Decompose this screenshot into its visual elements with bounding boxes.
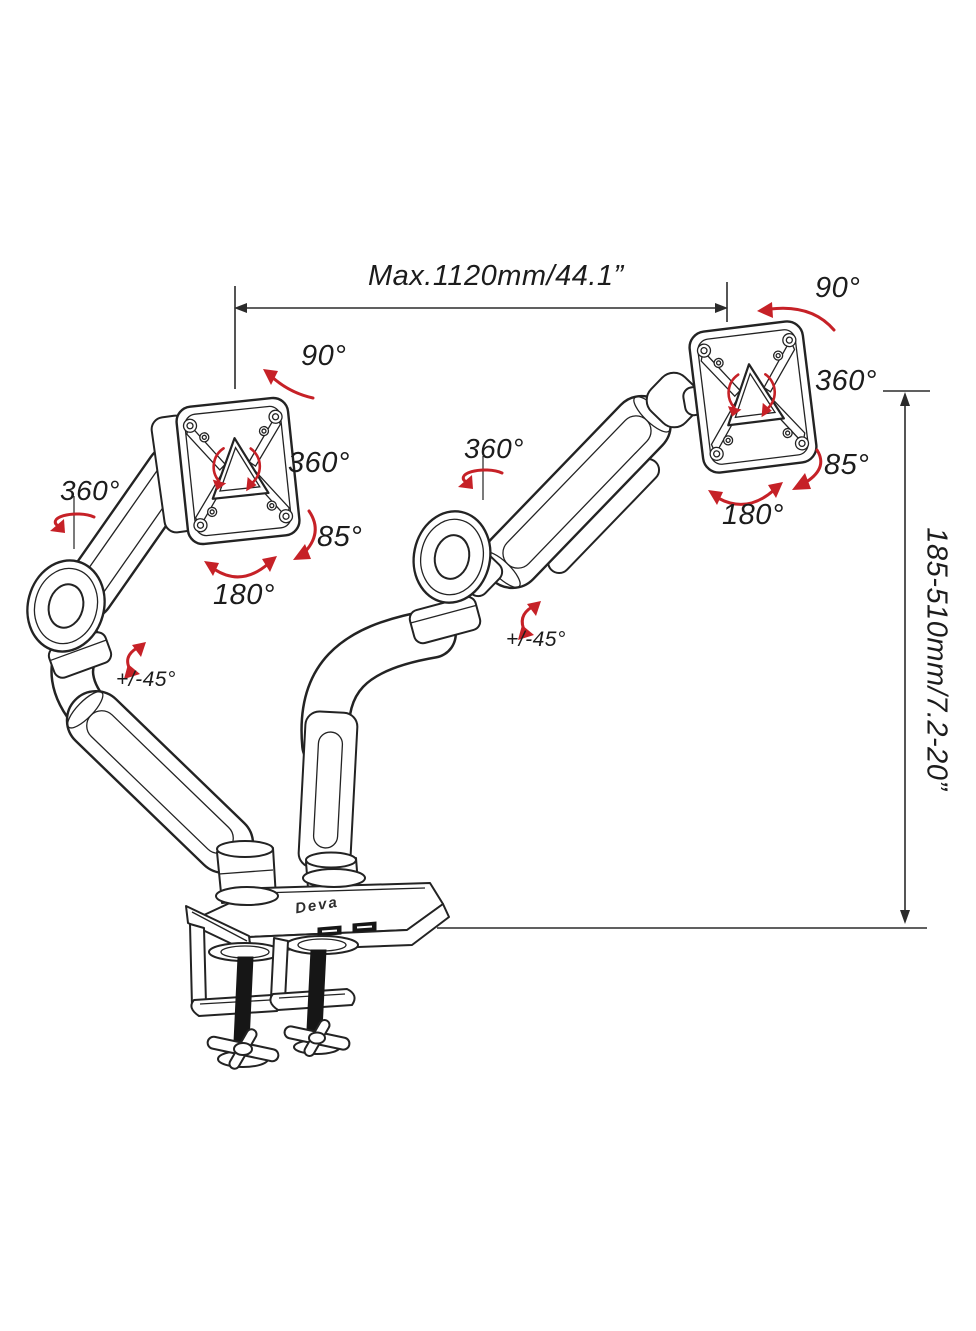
left-tilt-85-arrow-icon (293, 509, 317, 560)
left-arm (26, 396, 301, 904)
left-vesa-rotate-label: 90° (301, 340, 347, 372)
left-arm-swivel-label: 360° (60, 475, 120, 506)
width-dimension-line (234, 282, 728, 389)
right-vesa-plate (688, 320, 818, 474)
left-vesa-screws (182, 409, 294, 533)
left-tilt-label: 85° (317, 521, 363, 553)
left-spring-tilt-label: +/-45° (116, 668, 176, 691)
left-pan-180-arrow-icon (204, 556, 277, 579)
left-ring-joint (26, 559, 106, 653)
right-clamp-handle (283, 1019, 351, 1057)
left-spring-tilt-45-arrow-icon (124, 642, 146, 679)
right-swivel-360-arrow-icon (458, 456, 504, 500)
right-arm-upper-link (482, 394, 672, 590)
right-tilt-label: 85° (824, 449, 870, 481)
right-vesa-spin-arrow-icon (727, 373, 777, 418)
height-dimension-line (437, 390, 930, 929)
left-clamp-handle (206, 1028, 280, 1070)
right-arm (297, 320, 818, 889)
right-vesa-screws (696, 332, 810, 462)
left-vesa-plate (175, 396, 301, 546)
right-tilt-joint (408, 595, 482, 645)
left-swivel-360-arrow-icon (50, 496, 96, 549)
left-vesa-spin-arrow-icon (212, 447, 262, 492)
right-ring-joint (412, 510, 492, 604)
right-rotate-90-arrow-icon (757, 302, 836, 332)
right-tilt-85-arrow-icon (792, 448, 823, 490)
right-vesa-spin-label: 360° (815, 365, 877, 397)
right-desk-clamp (269, 935, 359, 1057)
right-spring-tilt-45-arrow-icon (518, 601, 541, 640)
left-vesa-spin-label: 360° (288, 447, 350, 479)
left-pan-label: 180° (213, 579, 275, 611)
right-clamp-screw (306, 949, 327, 1031)
height-range-dimension-label: 185-510mm/7.2-20” (920, 527, 953, 791)
right-arm-riser (297, 710, 359, 870)
right-spring-tilt-label: +/-45° (506, 628, 566, 651)
right-vesa-rotate-label: 90° (815, 272, 861, 304)
right-pan-label: 180° (722, 499, 784, 531)
right-arm-swivel-label: 360° (464, 433, 524, 464)
usb-ports (317, 921, 377, 937)
left-rotate-90-arrow-icon (263, 369, 315, 400)
left-desk-clamp (185, 905, 282, 1070)
right-pan-180-arrow-icon (708, 482, 783, 506)
max-width-dimension-label: Max.1120mm/44.1” (368, 260, 624, 292)
